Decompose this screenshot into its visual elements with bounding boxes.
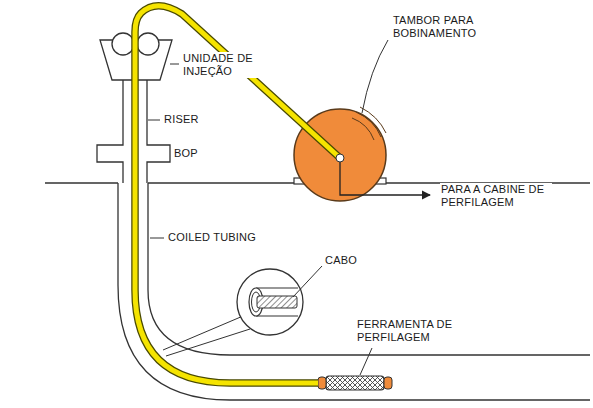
part-label: BOP <box>173 147 199 160</box>
cable-to-cabin-arrow <box>340 160 430 195</box>
leader-line <box>170 64 179 65</box>
leader-line <box>148 120 160 121</box>
note-label: PARA A CABINE DE PERFILAGEM <box>440 183 552 209</box>
part-label: CABO <box>324 254 358 267</box>
tool-end-cap <box>318 377 326 389</box>
detail-leader <box>163 316 250 356</box>
part-label: RISER <box>163 113 200 126</box>
well-wall <box>148 183 590 355</box>
leader-line <box>360 348 372 375</box>
cable-section <box>257 296 297 308</box>
coiled-tubing <box>135 6 340 383</box>
coiled-tubing-outline <box>135 6 340 383</box>
drum-flange-lines <box>352 107 386 140</box>
logging-tool <box>326 376 384 390</box>
equipment-label: TAMBOR PARA BOBINAMENTO <box>392 14 490 40</box>
equipment-label: FERRAMENTA DE PERFILAGEM <box>356 318 462 344</box>
tool-end-cap <box>384 377 392 389</box>
tube-section <box>256 288 298 316</box>
part-label: COILED TUBING <box>167 231 257 244</box>
roller <box>137 33 159 55</box>
equipment-label: UNIDADE DE INJEÇÃO <box>182 52 266 78</box>
leader-line <box>362 40 388 113</box>
leader-line <box>150 238 164 239</box>
well-wall <box>118 183 590 400</box>
detail-circle <box>237 269 303 335</box>
drum-hub <box>336 154 344 162</box>
leader-line <box>293 266 322 297</box>
roller <box>112 33 134 55</box>
